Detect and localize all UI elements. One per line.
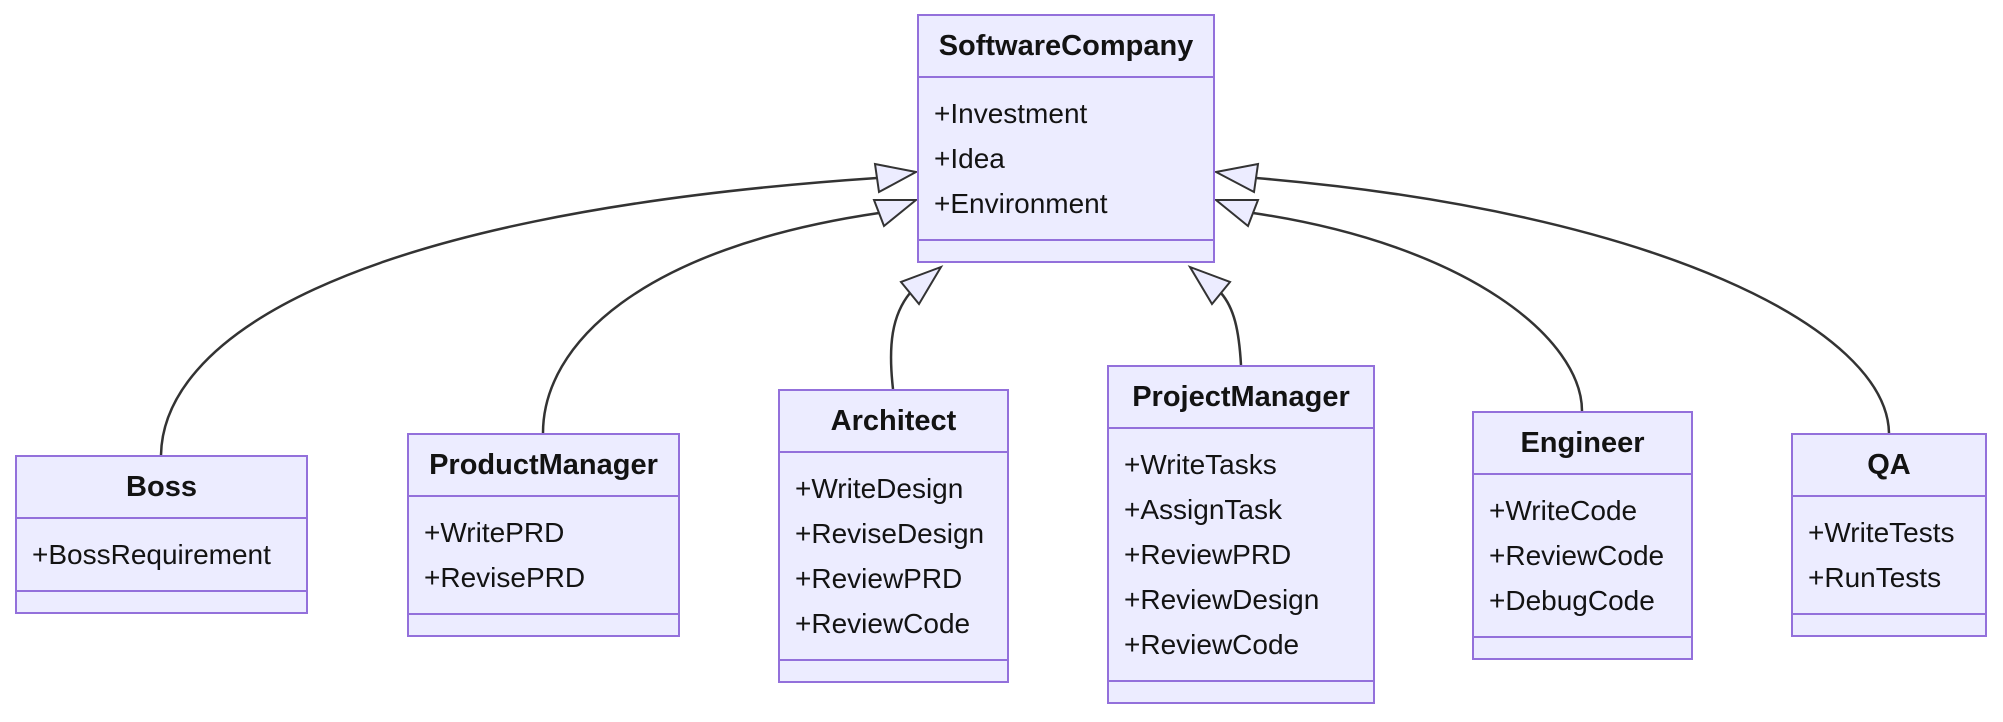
hollow-triangle-arrowhead-engineer [1213, 199, 1260, 228]
class-methods-compartment-empty [780, 661, 1007, 681]
class-box-architect: Architect +WriteDesign +ReviseDesign +Re… [778, 389, 1009, 683]
class-attribute: +WriteTests [1808, 517, 1955, 548]
class-title-engineer: Engineer [1474, 413, 1691, 475]
class-methods-compartment-empty [409, 615, 678, 635]
class-attribute: +Idea [934, 143, 1005, 174]
inheritance-edge-qa-to-softwarecompany [1255, 176, 1891, 434]
inheritance-edge-engineer-to-softwarecompany [1252, 211, 1584, 412]
class-attributes-boss: +BossRequirement [17, 519, 306, 592]
class-box-softwarecompany: SoftwareCompany +Investment +Idea +Envir… [917, 14, 1215, 263]
hollow-triangle-arrowhead-boss [873, 162, 919, 194]
class-attribute: +ReviewPRD [1124, 539, 1292, 570]
hollow-triangle-arrowhead-architect [899, 265, 944, 306]
class-box-productmanager: ProductManager +WritePRD +RevisePRD [407, 433, 680, 637]
class-title-qa: QA [1793, 435, 1985, 497]
class-attribute: +Environment [934, 188, 1108, 219]
class-attribute: +ReviewCode [1124, 629, 1300, 660]
hollow-triangle-arrowhead-projectmanager [1187, 265, 1232, 306]
class-attribute: +BossRequirement [32, 539, 271, 570]
class-attribute: +ReviewDesign [1124, 584, 1320, 615]
class-methods-compartment-empty [919, 241, 1213, 261]
inheritance-edge-projectmanager-to-softwarecompany [1220, 292, 1243, 366]
class-methods-compartment-empty [1793, 615, 1985, 635]
hollow-triangle-arrowhead-productmanager [872, 199, 919, 228]
class-title-softwarecompany: SoftwareCompany [919, 16, 1213, 78]
class-attribute: +ReviewCode [795, 608, 971, 639]
class-attribute: +WriteTasks [1124, 449, 1277, 480]
class-title-architect: Architect [780, 391, 1007, 453]
class-attribute: +ReviewCode [1489, 540, 1665, 571]
class-attributes-softwarecompany: +Investment +Idea +Environment [919, 78, 1213, 241]
class-attributes-productmanager: +WritePRD +RevisePRD [409, 497, 678, 615]
class-attribute: +ReviewPRD [795, 563, 963, 594]
class-attribute: +Investment [934, 98, 1088, 129]
hollow-triangle-arrowhead-qa [1213, 162, 1260, 194]
class-attributes-engineer: +WriteCode +ReviewCode +DebugCode [1474, 475, 1691, 638]
class-box-qa: QA +WriteTests +RunTests [1791, 433, 1987, 637]
class-title-productmanager: ProductManager [409, 435, 678, 497]
class-attribute: +ReviseDesign [795, 518, 985, 549]
inheritance-edge-boss-to-softwarecompany [159, 176, 878, 456]
class-box-boss: Boss +BossRequirement [15, 455, 308, 614]
class-attributes-projectmanager: +WriteTasks +AssignTask +ReviewPRD +Revi… [1109, 429, 1373, 682]
class-title-projectmanager: ProjectManager [1109, 367, 1373, 429]
class-methods-compartment-empty [1474, 638, 1691, 658]
class-box-projectmanager: ProjectManager +WriteTasks +AssignTask +… [1107, 365, 1375, 704]
class-attribute: +WriteDesign [795, 473, 964, 504]
class-attributes-qa: +WriteTests +RunTests [1793, 497, 1985, 615]
class-attribute: +WriteCode [1489, 495, 1638, 526]
class-attribute: +WritePRD [424, 517, 565, 548]
class-attribute: +RevisePRD [424, 562, 586, 593]
class-attributes-architect: +WriteDesign +ReviseDesign +ReviewPRD +R… [780, 453, 1007, 661]
class-title-boss: Boss [17, 457, 306, 519]
class-attribute: +AssignTask [1124, 494, 1282, 525]
class-attribute: +DebugCode [1489, 585, 1655, 616]
class-box-engineer: Engineer +WriteCode +ReviewCode +DebugCo… [1472, 411, 1693, 660]
class-attribute: +RunTests [1808, 562, 1942, 593]
inheritance-edge-architect-to-softwarecompany [889, 292, 911, 390]
inheritance-edge-productmanager-to-softwarecompany [541, 211, 880, 434]
class-methods-compartment-empty [17, 592, 306, 612]
class-methods-compartment-empty [1109, 682, 1373, 702]
